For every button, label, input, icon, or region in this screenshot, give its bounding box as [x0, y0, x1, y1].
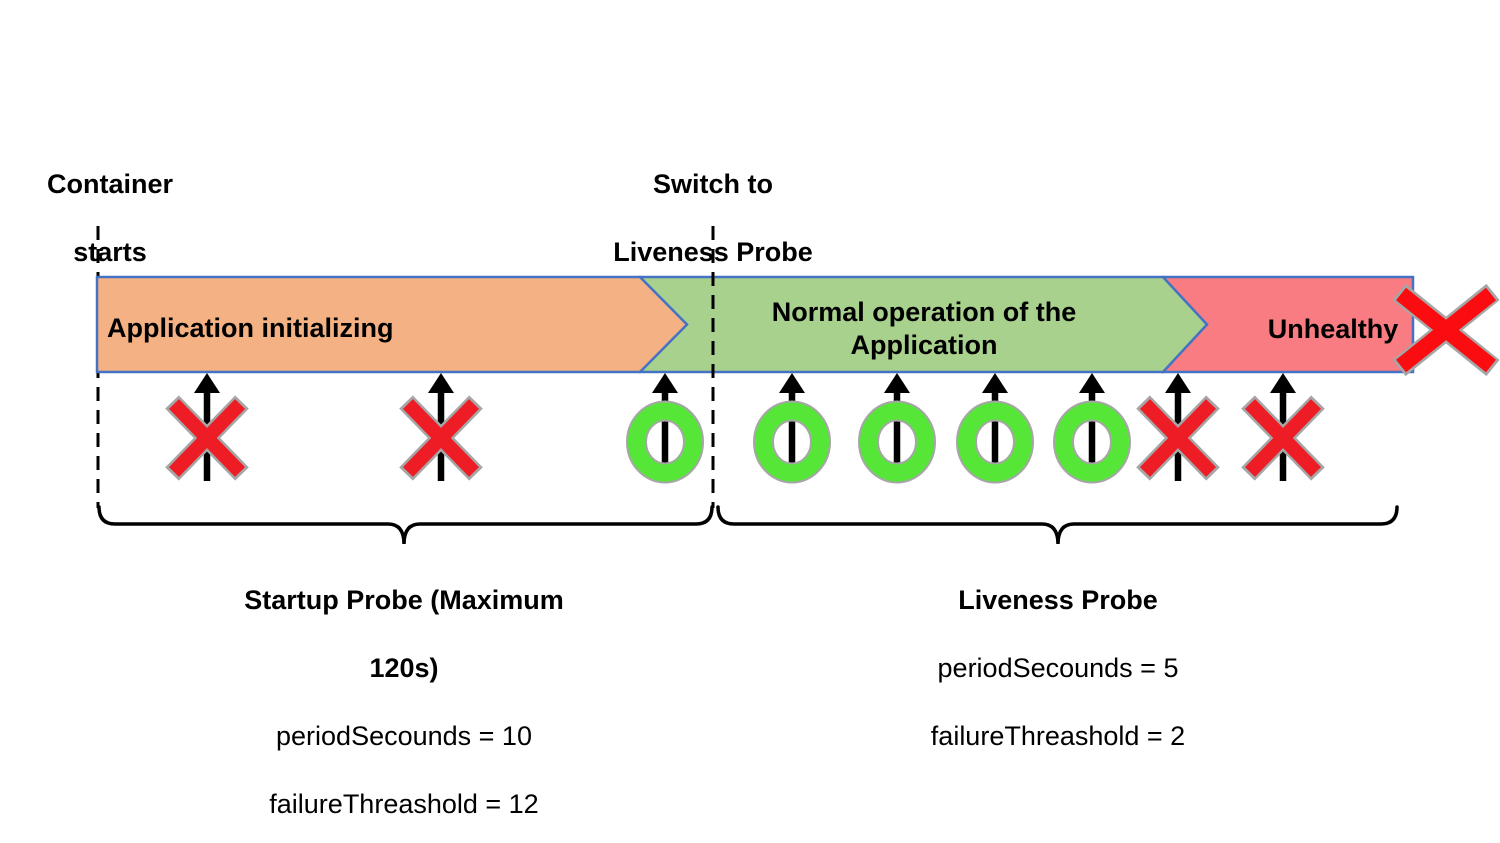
container-starts-line1: Container	[46, 169, 173, 199]
startup-probe-title-line2: 120s)	[369, 653, 439, 683]
liveness-probe-period-seconds: periodSecounds = 5	[937, 653, 1179, 683]
probe-arrow-head-icon	[884, 373, 910, 393]
probe-arrow-head-icon	[1270, 373, 1296, 393]
liveness-probe-title: Liveness Probe	[958, 585, 1158, 615]
startup-probe-annotation: Startup Probe (Maximum 120s) periodSecou…	[202, 549, 606, 843]
probe-success-circle-icon	[1055, 402, 1129, 482]
probe-arrow-head-icon	[1165, 373, 1191, 393]
probe-arrow-head-icon	[428, 373, 454, 393]
probe-fail-x-icon	[402, 399, 480, 477]
liveness-probe-annotation: Liveness Probe periodSecounds = 5 failur…	[856, 549, 1260, 787]
probe-success-circle-icon	[958, 402, 1032, 482]
terminal-fail-x-icon	[1396, 287, 1496, 373]
container-starts-label: Container starts	[10, 133, 210, 303]
probe-arrow-head-icon	[982, 373, 1008, 393]
initializing-segment	[95, 275, 689, 374]
probe-success-circle-icon	[755, 402, 829, 482]
liveness-probe-failure-threshold: failureThreashold = 2	[930, 721, 1186, 751]
startup-probe-brace	[97, 505, 714, 545]
probe-success-circle-icon	[628, 402, 702, 482]
segment-label-unhealthy: Unhealthy	[1267, 314, 1399, 344]
unhealthy-segment	[1161, 275, 1415, 374]
probe-success-circle-icon	[860, 402, 934, 482]
probe-arrow-head-icon	[652, 373, 678, 393]
probe-arrow-head-icon	[194, 373, 220, 393]
container-starts-line2: starts	[73, 237, 147, 267]
switch-line2: Liveness Probe	[613, 237, 813, 267]
probe-fail-x-icon	[1244, 399, 1322, 477]
probe-fail-x-icon	[168, 399, 246, 477]
segment-label-initializing: Application initializing	[107, 313, 394, 343]
segment-label-normal-operation: Normal operation of the Application	[771, 297, 1077, 360]
liveness-probe-brace	[716, 505, 1399, 545]
startup-probe-title-line1: Startup Probe (Maximum	[244, 585, 564, 615]
switch-line1: Switch to	[653, 169, 773, 199]
startup-probe-period-seconds: periodSecounds = 10	[276, 721, 532, 751]
startup-probe-failure-threshold: failureThreashold = 12	[269, 789, 539, 819]
switch-to-liveness-label: Switch to Liveness Probe	[553, 133, 873, 303]
probe-fail-x-icon	[1139, 399, 1217, 477]
probe-arrow-head-icon	[779, 373, 805, 393]
probe-arrow-head-icon	[1079, 373, 1105, 393]
